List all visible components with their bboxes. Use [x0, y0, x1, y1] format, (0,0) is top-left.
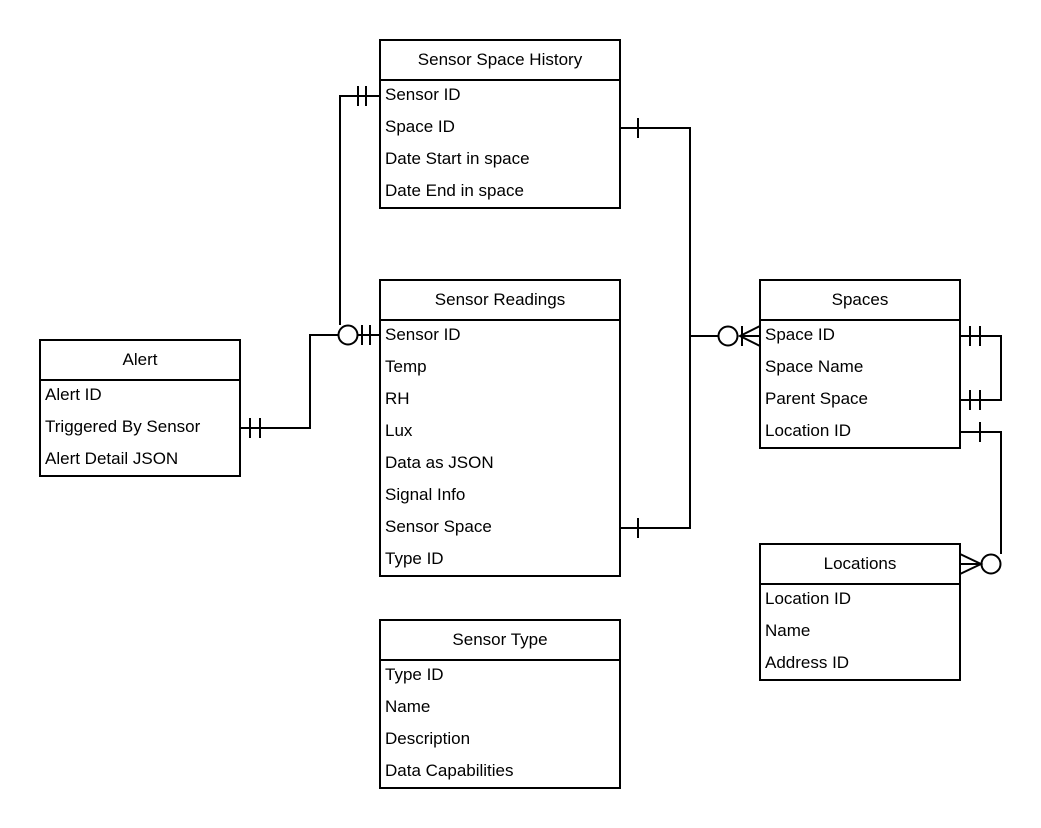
attribute-parent-space: Parent Space: [765, 389, 869, 408]
attribute-description: Description: [385, 729, 471, 748]
entity-sensor-readings: Sensor Readings Sensor ID Temp RH Lux Da…: [379, 279, 621, 577]
attribute-sensor-id: Sensor ID: [385, 85, 461, 104]
entity-title: Alert: [41, 341, 239, 381]
relationship-readings-history: [337, 86, 380, 346]
attribute-type-id: Type ID: [385, 549, 444, 568]
entity-title: Sensor Readings: [381, 281, 619, 321]
attribute-type-id: Type ID: [385, 665, 444, 684]
attribute-alert-detail-json: Alert Detail JSON: [45, 449, 179, 468]
relationship-alert-readings: [240, 325, 380, 438]
attribute-location-id: Location ID: [765, 589, 851, 608]
attribute-date-start: Date Start in space: [385, 149, 530, 168]
attribute-space-id: Space ID: [385, 117, 455, 136]
entity-title: Locations: [761, 545, 959, 585]
entity-title: Sensor Type: [381, 621, 619, 661]
entity-title: Spaces: [761, 281, 959, 321]
attribute-alert-id: Alert ID: [45, 385, 102, 404]
entity-locations: Locations Location ID Name Address ID: [759, 543, 961, 681]
attribute-location-id: Location ID: [765, 421, 851, 440]
attribute-name: Name: [385, 697, 431, 716]
attribute-name: Name: [765, 621, 811, 640]
attribute-temp: Temp: [385, 357, 427, 376]
attribute-space-id: Space ID: [765, 325, 835, 344]
attribute-signal-info: Signal Info: [385, 485, 466, 504]
relationship-spaces-self: [960, 326, 1002, 410]
attribute-lux: Lux: [385, 421, 413, 440]
attribute-space-name: Space Name: [765, 357, 864, 376]
entity-sensor-type: Sensor Type Type ID Name Description Dat…: [379, 619, 621, 789]
entity-sensor-space-history: Sensor Space History Sensor ID Space ID …: [379, 39, 621, 209]
entity-alert: Alert Alert ID Triggered By Sensor Alert…: [39, 339, 241, 477]
entity-spaces: Spaces Space ID Space Name Parent Space …: [759, 279, 961, 449]
relationship-spaces-locations: [959, 422, 1002, 575]
relationship-history-readings-spaces: [620, 118, 761, 538]
attribute-address-id: Address ID: [765, 653, 850, 672]
attribute-sensor-space: Sensor Space: [385, 517, 492, 536]
attribute-sensor-id: Sensor ID: [385, 325, 461, 344]
attribute-data-json: Data as JSON: [385, 453, 494, 472]
entity-title: Sensor Space History: [381, 41, 619, 81]
attribute-triggered-by-sensor: Triggered By Sensor: [45, 417, 201, 436]
attribute-data-capabilities: Data Capabilities: [385, 761, 514, 780]
attribute-rh: RH: [385, 389, 410, 408]
attribute-date-end: Date End in space: [385, 181, 524, 200]
